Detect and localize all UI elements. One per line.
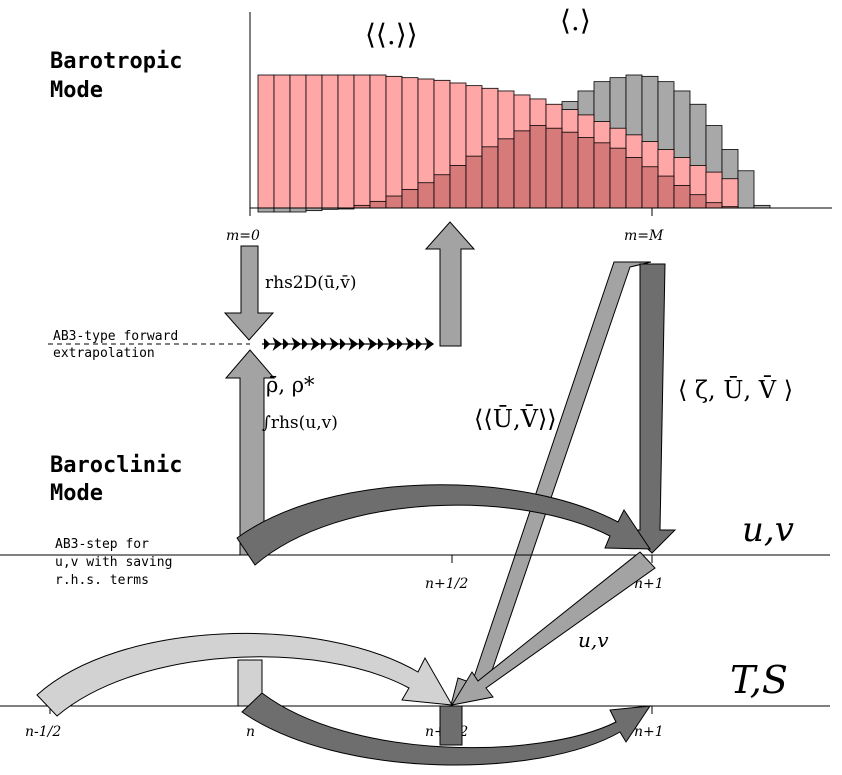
barotropic-title-line1: Barotropic [50,49,182,74]
baroclinic-title-line1: Baroclinic [50,453,182,478]
feather-arrow [338,337,359,351]
feather-arrow [395,337,416,351]
barotropic-title-line2: Mode [50,78,103,103]
dark-filter-bar [577,137,595,209]
dark-filter-bar [673,184,691,209]
ts-dark-stub [439,705,463,746]
feather-arrow [414,337,435,351]
gray-filter-bar [289,207,307,213]
rhs2d-down-arrow [223,245,275,341]
ts-tick-label-n1: n+1 [634,724,664,740]
feather-arrow [357,337,378,351]
uv-tick-label-n1: n+1 [634,576,664,592]
dark-filter-bar [545,127,563,209]
uv-step-label-line2: u,v with saving [55,555,172,570]
feather-arrow [376,337,397,351]
axis-label-mM: m=M [624,228,664,244]
dark-filter-bar [593,142,611,209]
rhs2d-label: rhs2D(ū,v̄) [265,273,356,293]
single-average-down-arrow [626,263,677,554]
pink-filter-bar [369,74,387,209]
dark-filter-bar [609,147,627,209]
ts-tick-label-n: n [246,724,255,740]
dark-filter-bar [497,138,515,209]
single-average-label: ⟨.⟩ [560,4,591,37]
dark-filter-bar [465,155,483,209]
uv-big-label: u,v [742,510,794,550]
dark-filter-bar [385,195,403,209]
dark-filter-bar [433,174,451,209]
ts-light-curved-arrow [36,633,453,717]
dark-filter-bar [657,175,675,209]
dark-filter-bar [401,188,419,209]
uv-to-ts-diagonal-arrow [450,551,656,706]
dark-filter-bar [705,202,723,209]
feather-arrow [281,337,302,351]
feather-arrow [300,337,321,351]
dark-filter-bar [417,182,435,209]
gray-filter-bar [737,170,755,209]
gray-filter-bar [257,207,275,213]
single-average-zeta-label: ⟨ ζ, Ū, V̄ ⟩ [678,376,793,404]
ab3-label-line1: AB3-type forward [53,329,178,344]
dark-filter-bar [513,130,531,209]
ts-tick-label-n-minus-half: n-1/2 [25,724,61,740]
uv-small-label: u,v [578,628,609,652]
dark-filter-bar [481,146,499,209]
rho-label: ρ̄, ρ* [266,373,315,397]
uv-step-label-line3: r.h.s. terms [55,573,149,588]
ts-dark-curved-arrow [241,692,652,766]
pink-filter-bar [305,74,323,209]
pink-filter-bar [257,74,275,209]
uv-ab3-step-curved-arrow [236,484,651,566]
ab3-label-line2: extrapolation [53,346,155,361]
ab3-extrapolation-arrows [262,337,435,351]
ts-big-label: T,S [730,658,788,702]
pink-filter-bar [321,74,339,209]
pink-filter-bar [401,77,419,209]
dark-filter-bar [369,200,387,209]
feather-arrow [319,337,340,351]
feather-arrow [262,337,283,351]
pink-filter-bar [273,74,291,209]
pink-filter-bar [353,74,371,209]
axis-label-m0: m=0 [226,228,260,244]
baroclinic-title-line2: Mode [50,481,103,506]
double-average-UV-label: ⟨⟨Ū,V̄⟩⟩ [474,405,557,433]
gray-filter-bar [273,207,291,213]
double-average-label: ⟨⟨.⟩⟩ [365,18,418,51]
dark-filter-bar [641,166,659,209]
dark-filter-bar [561,131,579,209]
pink-filter-bar [289,74,307,209]
dark-filter-bar [689,194,707,209]
pink-filter-bar [337,74,355,209]
dark-filter-bar [625,157,643,209]
pink-filter-bar [385,75,403,209]
pink-filter-bar [721,178,739,209]
uv-tick-label-n-half: n+1/2 [425,576,468,592]
int-rhs-label: ∫rhs(u,v) [262,413,338,433]
dark-filter-bar [529,125,547,209]
uv-step-label-line1: AB3-step for [55,537,149,552]
barotropic-update-up-arrow [424,221,476,347]
barotropic-filter-bars [257,74,771,213]
dark-filter-bar [449,165,467,209]
